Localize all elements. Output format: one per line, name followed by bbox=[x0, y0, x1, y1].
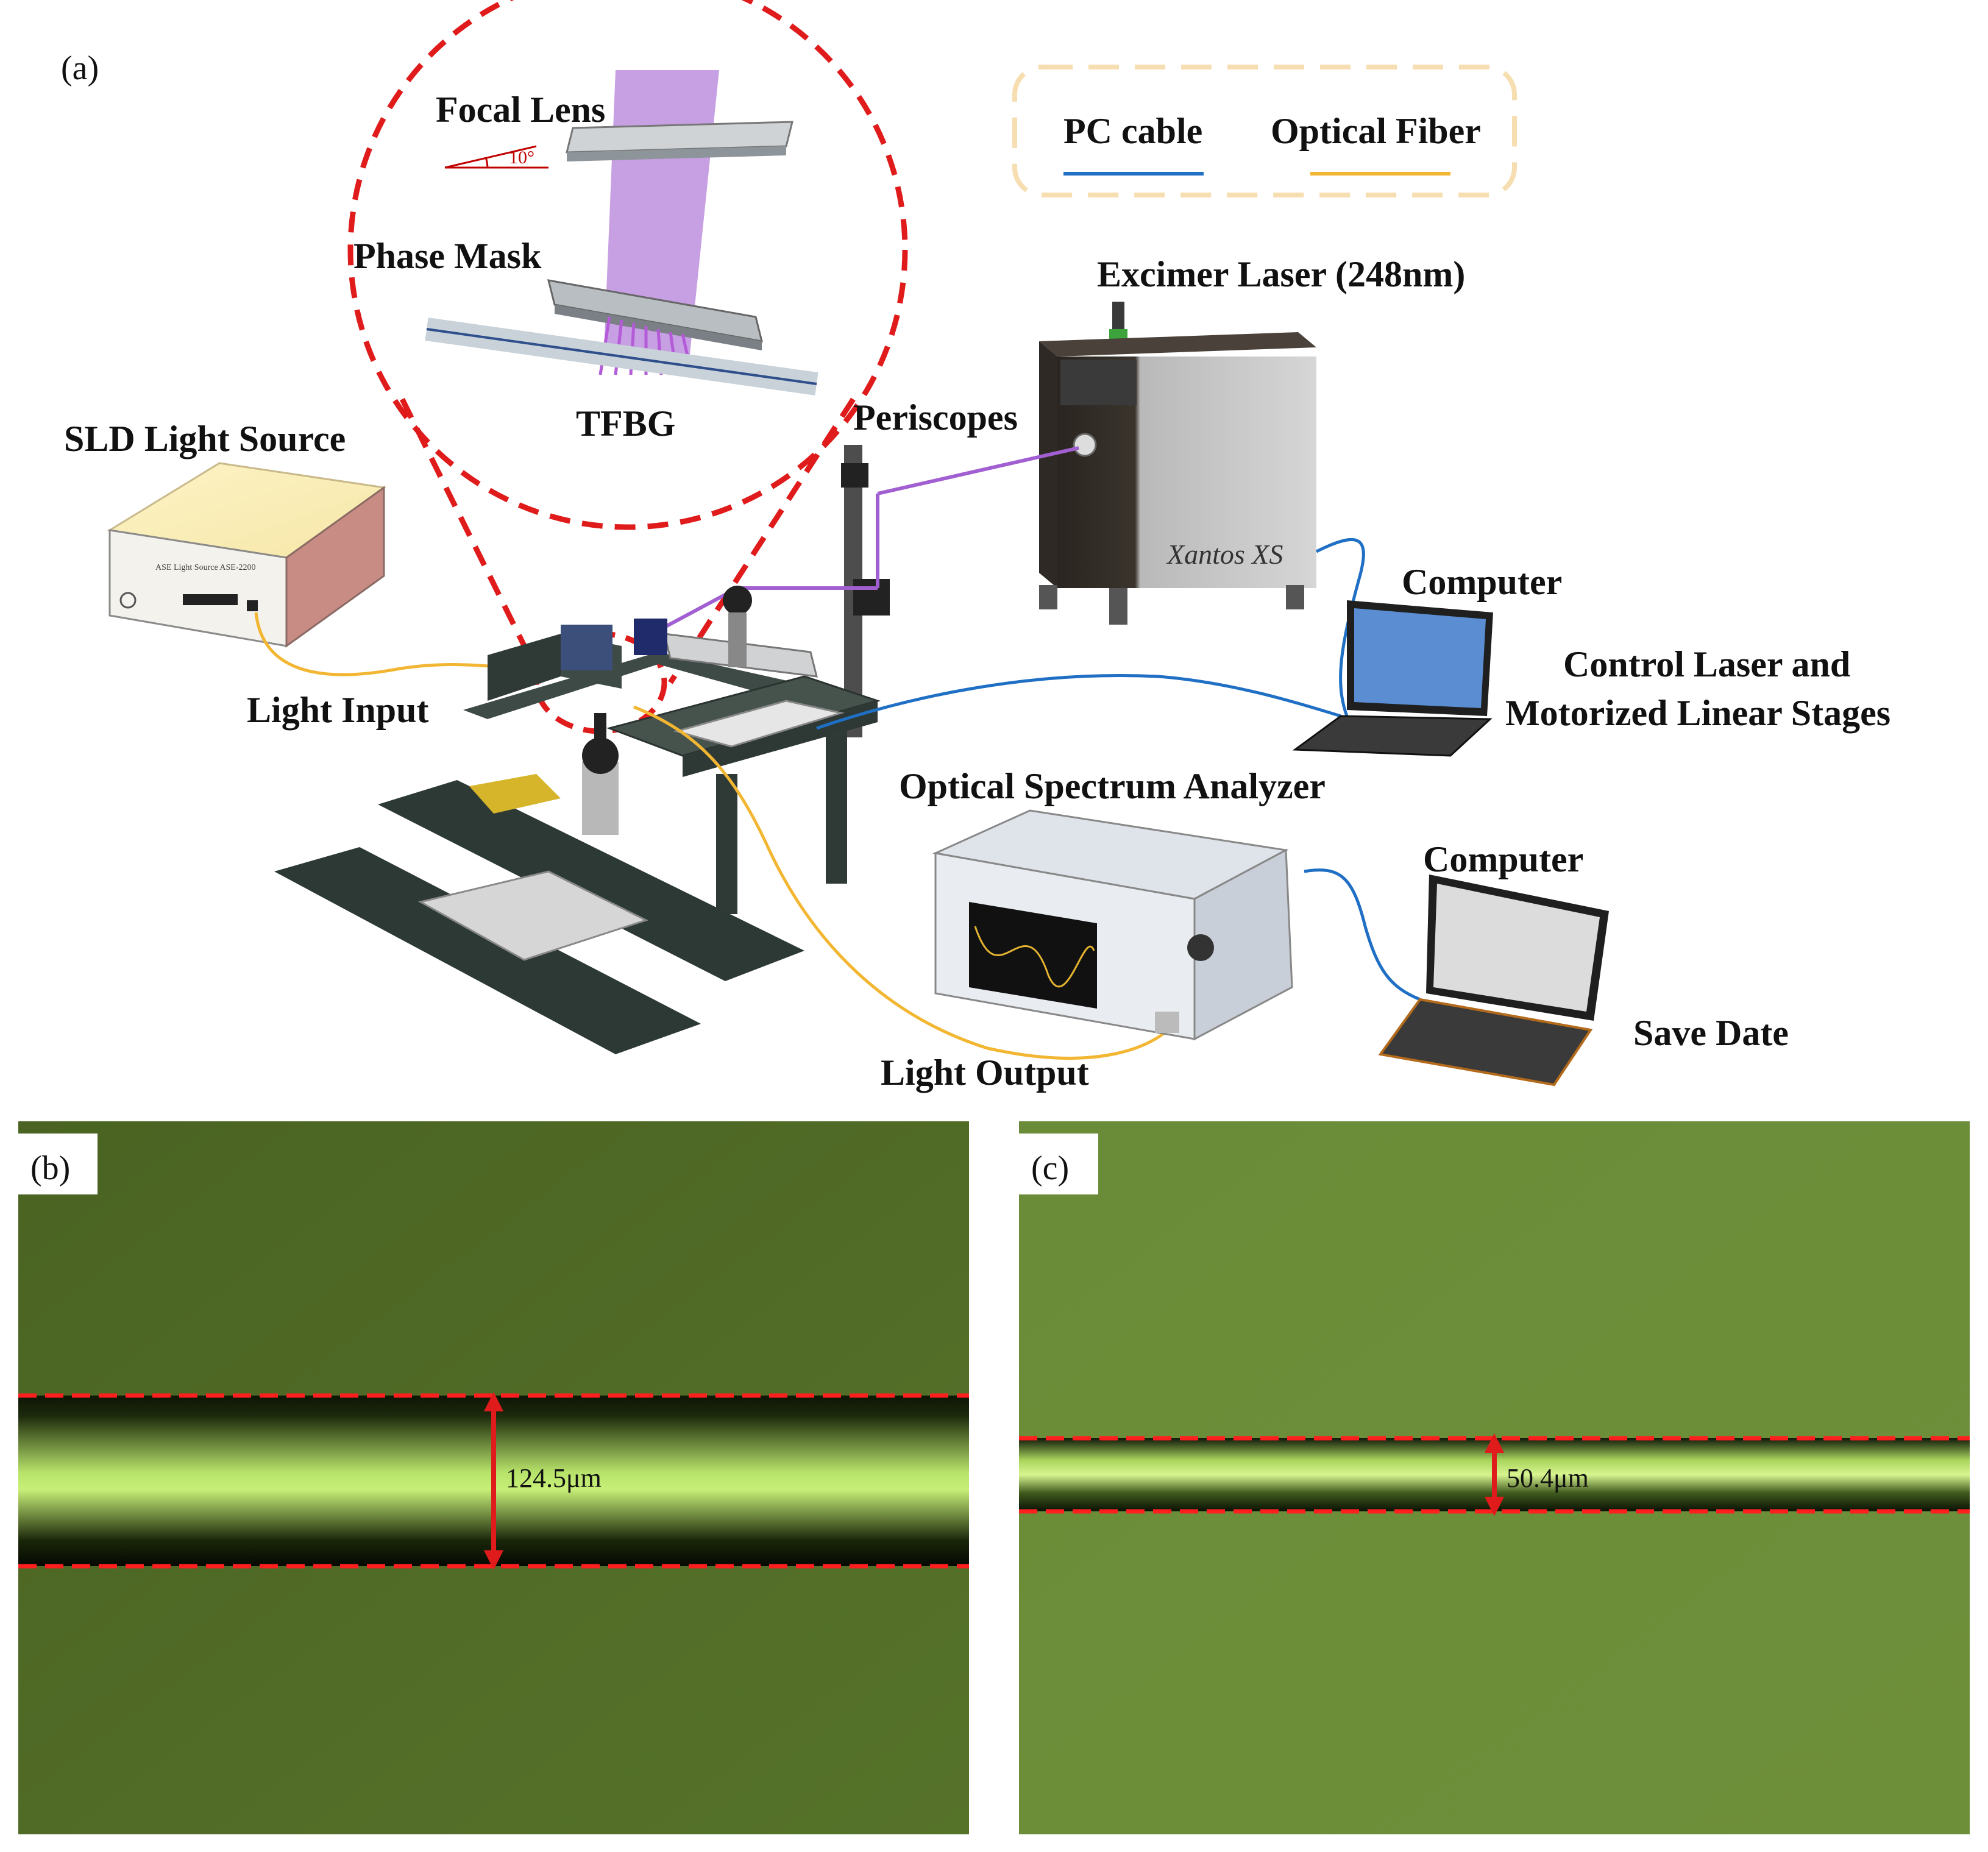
osa-screen bbox=[969, 902, 1097, 1009]
panel-b-tag: (b) bbox=[30, 1149, 70, 1187]
tfbg-label: TFBG bbox=[576, 403, 675, 444]
sld-label: SLD Light Source bbox=[64, 419, 346, 459]
excimer-laser: Xantos XS bbox=[1039, 302, 1316, 625]
zoom-fiber bbox=[425, 318, 818, 396]
writing-stage bbox=[463, 586, 881, 914]
legend-optical-fiber-label: Optical Fiber bbox=[1271, 111, 1481, 151]
focal-lens bbox=[566, 121, 793, 161]
light-output-label: Light Output bbox=[881, 1052, 1089, 1093]
optical-spectrum-analyzer bbox=[932, 809, 1293, 1041]
panel-a-tag: (a) bbox=[61, 49, 99, 87]
laser-aperture bbox=[1073, 433, 1097, 457]
computer-2 bbox=[1378, 875, 1609, 1087]
legend: PC cable Optical Fiber bbox=[1012, 65, 1517, 197]
control-label-line-2: Motorized Linear Stages bbox=[1505, 693, 1890, 733]
osa-label: Optical Spectrum Analyzer bbox=[899, 766, 1326, 806]
panel-b: 124.5μm (b) bbox=[18, 1121, 969, 1834]
panel-c-measurement: 50.4μm bbox=[1507, 1463, 1589, 1493]
angle-marker: 10° bbox=[444, 145, 548, 169]
focal-lens-label: Focal Lens bbox=[436, 90, 605, 130]
periscope bbox=[651, 445, 1079, 737]
pc-cable-osa bbox=[1304, 868, 1421, 1001]
save-date-label: Save Date bbox=[1633, 1013, 1789, 1053]
light-input-label: Light Input bbox=[247, 690, 428, 730]
excimer-laser-label: Excimer Laser (248nm) bbox=[1097, 254, 1465, 294]
linear-stage-rails bbox=[274, 713, 804, 1054]
laser-model-label: Xantos XS bbox=[1166, 539, 1283, 570]
phase-mask bbox=[547, 279, 764, 350]
phase-mask-label: Phase Mask bbox=[353, 236, 542, 276]
panel-c-tag: (c) bbox=[1031, 1149, 1069, 1187]
pc-cable-laser bbox=[1315, 538, 1365, 717]
computer-2-label: Computer bbox=[1423, 839, 1583, 879]
panel-c: 50.4μm (c) bbox=[1019, 1121, 1970, 1834]
beam-laser-to-periscope bbox=[877, 446, 1079, 495]
computer-1-label: Computer bbox=[1402, 562, 1562, 602]
fiber-output bbox=[633, 705, 1181, 1060]
fiber-input bbox=[254, 612, 537, 676]
computer-1 bbox=[1292, 600, 1493, 757]
periscopes-label: Periscopes bbox=[853, 397, 1018, 438]
control-label-line-1: Control Laser and bbox=[1563, 644, 1850, 684]
legend-frame bbox=[1012, 65, 1517, 197]
zoom-circle bbox=[347, 0, 908, 530]
panel-b-measurement: 124.5μm bbox=[506, 1463, 602, 1493]
zoom-connector-left bbox=[399, 398, 545, 684]
pc-cable-stage bbox=[816, 674, 1341, 730]
zoom-connector-right bbox=[668, 397, 856, 684]
osa-trace bbox=[974, 926, 1095, 988]
angle-label: 10° bbox=[509, 147, 534, 168]
panel-c-tag-box bbox=[1019, 1134, 1098, 1194]
sld-panel-text: ASE Light Source ASE-2200 bbox=[155, 563, 256, 572]
panel-b-tag-box bbox=[18, 1134, 98, 1194]
sld-light-source: ASE Light Source ASE-2200 bbox=[107, 462, 386, 648]
zoom-callout: Focal Lens 10° Phase Mask TF bbox=[347, 0, 908, 684]
legend-pc-cable-label: PC cable bbox=[1063, 111, 1202, 151]
laser-vent bbox=[1060, 360, 1137, 405]
